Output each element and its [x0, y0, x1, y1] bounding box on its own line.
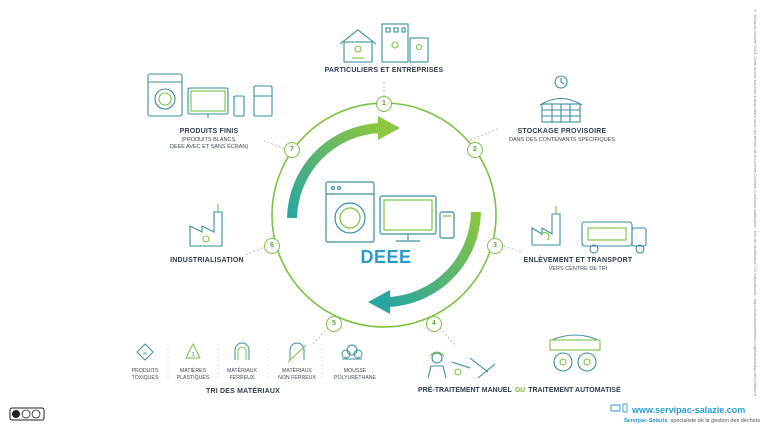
step-number-6: 6	[264, 238, 280, 254]
svg-text:☠: ☠	[142, 350, 148, 357]
arrow-upper-head	[378, 116, 400, 140]
step-number-4: 4	[426, 316, 442, 332]
step-3-title: ENLÈVEMENT ET TRANSPORT	[523, 257, 633, 264]
step-7-subtitle-1: (PRODUITS BLANCS,	[181, 137, 237, 143]
step-7-title: PRODUITS FINIS	[179, 128, 239, 135]
step-number-2: 2	[467, 142, 483, 158]
step-4-title-b: TRAITEMENT AUTOMATISÉ	[528, 387, 621, 394]
shredder-machine-icon	[549, 334, 601, 372]
factory-icon	[189, 204, 223, 247]
houses-buildings-icon	[339, 23, 429, 63]
warehouse-icon	[539, 75, 583, 123]
material-icons: ☠ 3	[136, 342, 363, 363]
step-4-title-a: PRÉ-TRAITEMENT MANUEL	[418, 387, 512, 394]
step-2-subtitle: DANS DES CONTENANTS SPÉCIFIQUES	[508, 137, 616, 143]
license-text: © Servipac-Salazie 2018. Cette œuvre est…	[753, 8, 758, 397]
svg-text:3: 3	[192, 352, 195, 358]
arrow-lower-arc	[387, 211, 481, 307]
step-6-title: INDUSTRIALISATION	[170, 257, 244, 264]
step-4-title-or: OU	[514, 387, 526, 394]
step-number-3: 3	[487, 238, 503, 254]
factory-truck-icon	[531, 206, 647, 254]
website-link[interactable]: www.servipac-salazie.com	[632, 405, 746, 415]
arrow-lower-head	[368, 290, 390, 314]
arrow-upper-arc	[287, 123, 381, 219]
step-2-title: STOCKAGE PROVISOIRE	[517, 128, 607, 135]
center-appliances-icon	[325, 181, 455, 243]
devices-icon	[610, 403, 628, 413]
cc-license-badge	[9, 407, 45, 421]
step-number-1: 1	[376, 96, 392, 112]
step-7-subtitle-2: DEEE AVEC ET SANS ÉCRAN)	[169, 144, 249, 150]
step-1-title: PARTICULIERS ET ENTREPRISES	[324, 67, 444, 74]
connectors	[245, 82, 523, 346]
step-5-title: TRI DES MATÉRIAUX	[205, 388, 281, 395]
step-number-5: 5	[326, 316, 342, 332]
finished-products-icon	[147, 73, 273, 118]
tagline: Servipac-Salazie, spécialiste de la gest…	[624, 418, 761, 424]
step-3-subtitle: VERS CENTRE DE TRI	[548, 266, 608, 272]
center-title: DEEE	[360, 247, 412, 267]
worker-tools-icon	[427, 351, 496, 379]
step-number-7: 7	[284, 142, 300, 158]
